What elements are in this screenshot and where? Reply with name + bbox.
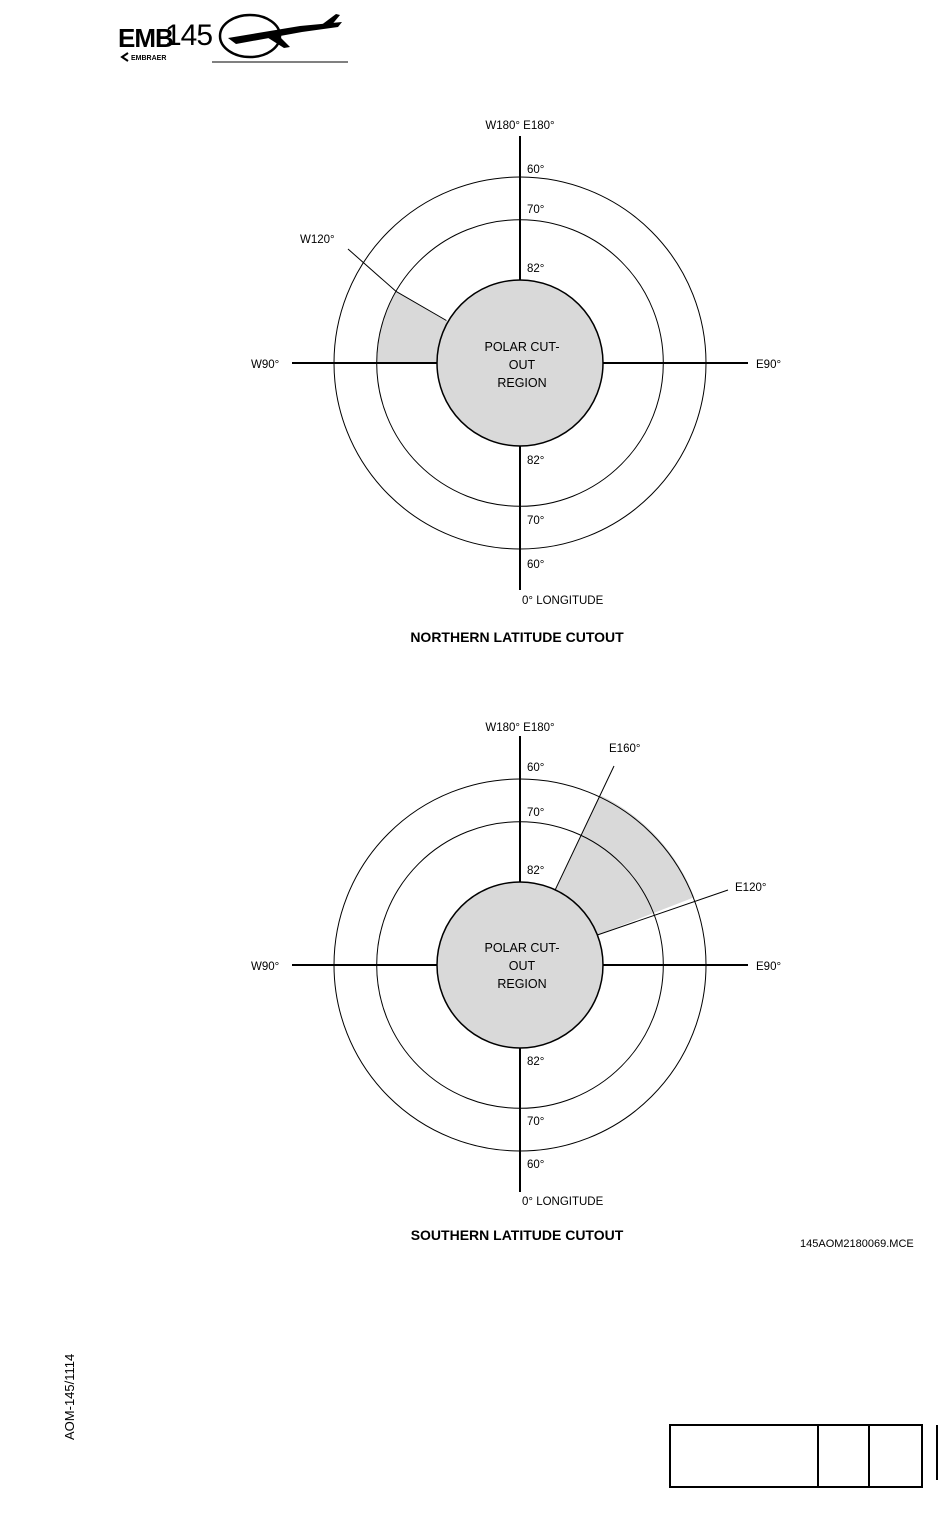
northern-lat-bottom-82: 82° (527, 455, 544, 467)
aircraft-emblem-icon (220, 14, 342, 57)
logo-number: 145 (165, 19, 212, 52)
figure-reference: 145AOM2180069.MCE (800, 1238, 914, 1250)
northern-lat-bottom-60: 60° (527, 559, 544, 571)
northern-lat-top-70: 70° (527, 204, 544, 216)
southern-lat-top-60: 60° (527, 762, 544, 774)
southern-sector-label-e160: E160° (609, 743, 640, 755)
northern-region-line-3: REGION (497, 376, 546, 390)
southern-lat-top-82: 82° (527, 865, 544, 877)
northern-lat-top-60: 60° (527, 164, 544, 176)
document-code: AOM-145/1114 (62, 1354, 77, 1440)
southern-region-line-2: OUT (509, 959, 536, 973)
northern-sector-label-w120: W120° (300, 234, 335, 246)
northern-region-line-1: POLAR CUT- (484, 340, 559, 354)
northern-region-line-2: OUT (509, 358, 536, 372)
southern-bottom-label: 0° LONGITUDE (522, 1196, 604, 1208)
southern-caption: SOUTHERN LATITUDE CUTOUT (411, 1227, 624, 1243)
northern-bottom-label: 0° LONGITUDE (522, 595, 604, 607)
northern-w120-leader (348, 249, 396, 291)
southern-lat-bottom-60: 60° (527, 1159, 544, 1171)
logo-arrow-icon (122, 53, 128, 61)
northern-diagram: W180° E180° 60° 70° 82° 82° 70° 60° 0° L… (251, 120, 781, 645)
southern-sector-label-e120: E120° (735, 882, 766, 894)
southern-right-label: E90° (756, 961, 781, 973)
northern-caption: NORTHERN LATITUDE CUTOUT (410, 629, 624, 645)
southern-region-line-1: POLAR CUT- (484, 941, 559, 955)
logo-brand: EMBRAER (131, 55, 166, 62)
northern-right-label: E90° (756, 359, 781, 371)
embraer-logo: EMB 145 EMBRAER (118, 14, 348, 62)
southern-lat-bottom-70: 70° (527, 1116, 544, 1128)
northern-lat-bottom-70: 70° (527, 515, 544, 527)
southern-lat-bottom-82: 82° (527, 1056, 544, 1068)
southern-left-label: W90° (251, 961, 279, 973)
northern-lat-top-82: 82° (527, 263, 544, 275)
southern-diagram: W180° E180° 60° 70° 82° 82° 70° 60° 0° L… (251, 722, 781, 1243)
northern-left-label: W90° (251, 359, 279, 371)
page-footer-box (670, 1425, 937, 1487)
southern-lat-top-70: 70° (527, 807, 544, 819)
southern-region-line-3: REGION (497, 977, 546, 991)
northern-top-label: W180° E180° (485, 120, 554, 132)
southern-top-label: W180° E180° (485, 722, 554, 734)
